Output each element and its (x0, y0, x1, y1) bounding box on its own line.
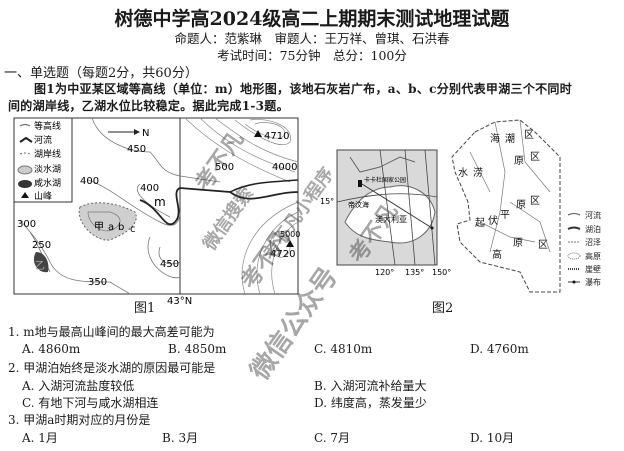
figure2-caption: 图2 (432, 301, 454, 316)
region-label: 区 (538, 239, 548, 251)
figure1-caption: 图1 (134, 301, 156, 316)
q3-option-c: C. 7月 (314, 431, 351, 445)
latitude-label: 43°N (167, 296, 192, 307)
peak-icon (286, 240, 294, 247)
question-2-stem: 2. 甲湖泊始终是淡水湖的原因最可能是 (8, 361, 216, 375)
question-1-stem: 1. m地与最高山峰间的最大高差可能为 (8, 325, 215, 339)
legend-cliff: 崖壁 (585, 264, 601, 274)
peak-icon (254, 130, 262, 137)
intro-line-2: 间的湖岸线，乙湖水位比较稳定。据此完成1-3题。 (8, 99, 289, 113)
lat-label: 15° (320, 197, 334, 206)
contour-label: 4720 (270, 249, 295, 260)
longitude-label: 120° (375, 268, 394, 277)
q1-option-b: B. 4850m (168, 342, 227, 356)
contour-label: 350 (88, 277, 107, 288)
legend-river: 河流 (585, 210, 601, 220)
region-label: 原 (516, 199, 526, 211)
contour-label: 400 (80, 176, 99, 187)
shoreline-c-label: c (130, 224, 136, 235)
region-label: 原 (514, 155, 524, 167)
longitude-label: 135° (405, 268, 424, 277)
legend-river: 河流 (34, 134, 52, 146)
exam-title: 树德中学高2024级高二上期期末测试地理试题 (114, 8, 510, 30)
exam-info: 考试时间：75分钟 总分：100分 (217, 48, 407, 63)
contour-label: 500 (215, 162, 234, 173)
region-label: 高 (492, 248, 502, 261)
question-3-stem: 3. 甲湖a时期对应的月份是 (8, 413, 151, 427)
q3-option-d: D. 10月 (470, 431, 515, 445)
contour-label: 400 (140, 183, 159, 194)
q2-option-a: A. 入湖河流盐度较低 (22, 379, 135, 393)
region-label: 区 (530, 195, 540, 207)
contour-label: 4000 (272, 162, 297, 173)
region-label: 原 (513, 237, 523, 249)
longitude-label: 150° (432, 268, 451, 277)
q1-option-a: A. 4860m (22, 342, 81, 356)
intro-line-1: 图1为中亚某区域等高线（单位：m）地形图，该地石灰岩广布，a、b、c分别代表甲湖… (34, 82, 573, 96)
q1-option-c: C. 4810m (314, 342, 373, 356)
q1-option-d: D. 4760m (470, 342, 529, 356)
figure1-contour-map: 等高线 河流 湖岸线 淡水湖 咸水湖 山峰 N 450 400 400 300 … (13, 117, 300, 307)
sea-label: 帝汶海 (348, 200, 369, 209)
q3-option-b: B. 3月 (162, 431, 199, 445)
region-label: 潮 (505, 132, 515, 145)
north-arrow-icon (134, 129, 140, 135)
contour-label: 300 (17, 219, 36, 230)
legend-salt-lake: 咸水湖 (34, 177, 61, 189)
shoreline-a-label: a (108, 222, 114, 233)
point-m-label: m (154, 195, 166, 209)
peak-label: 4710 (264, 131, 289, 142)
legend-shoreline: 湖岸线 (34, 148, 61, 160)
legend-fresh-lake: 淡水湖 (34, 163, 61, 175)
legend-peak: 山峰 (34, 191, 52, 202)
lake-jia-label: 甲 (94, 222, 104, 233)
country-label: 澳大利亚 (375, 214, 407, 224)
region-label: 平 (500, 210, 510, 221)
contour-label: 450 (127, 144, 146, 155)
legend-plateau: 高原 (585, 251, 601, 261)
q2-option-c: C. 有地下河与咸水湖相连 (22, 396, 159, 410)
region-label: 伏 (488, 214, 498, 227)
region-label: 水 (458, 167, 468, 179)
legend-lake: 湖泊 (585, 224, 601, 234)
region-label: 区 (530, 151, 540, 163)
exam-authors: 命题人：范紫琳 审题人：王万祥、曾琪、石洪春 (174, 31, 450, 46)
north-label: N (142, 128, 149, 139)
figure2-map: 卡卡杜国家公园 澳大利亚 帝汶海 15° 120° 135° 150° 海 潮 … (320, 119, 601, 293)
q2-option-b: B. 入湖河流补给量大 (314, 379, 427, 393)
region-label: 区 (524, 129, 534, 141)
park-label: 卡卡杜国家公园 (364, 176, 406, 184)
contour-label: 250 (32, 240, 51, 251)
region-label: 起 (475, 217, 485, 229)
region-label: 海 (490, 132, 500, 145)
contour-label: 5000 (280, 230, 300, 239)
q2-option-d: D. 纬度高，蒸发量少 (314, 396, 427, 410)
lake-yi-label: 乙 (35, 260, 45, 272)
legend-waterfall: 瀑布 (585, 277, 601, 287)
legend-swamp: 沼泽 (585, 238, 601, 247)
region-label: 涝 (473, 166, 483, 179)
q3-option-a: A. 1月 (22, 431, 58, 445)
shoreline-b-label: b (118, 222, 124, 233)
legend-contour: 等高线 (34, 120, 61, 132)
contour-label: 450 (160, 259, 179, 270)
section-title: 一、单选题（每题2分，共60分） (4, 66, 198, 81)
